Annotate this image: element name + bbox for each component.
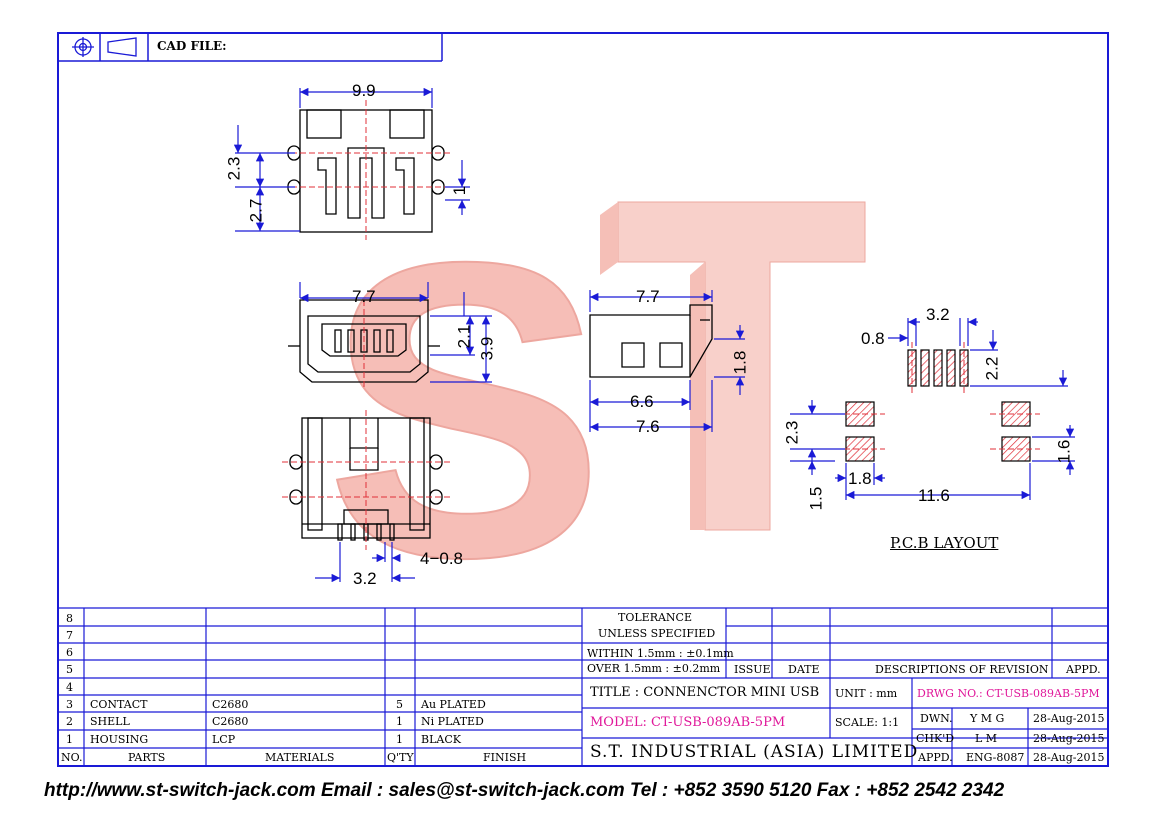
appd-name: ENG-8087 [966,751,1025,764]
chkd-date: 28-Aug-2015 [1033,732,1105,745]
projection-symbol [72,37,137,57]
dim-side-w1: 6.6 [630,392,654,411]
row-number: 8 [66,612,73,625]
part-material: C2680 [212,715,249,728]
dim-pcb-span: 11.6 [918,486,950,505]
dim-front-width: 7.7 [352,287,376,306]
appd-date: 28-Aug-2015 [1033,751,1105,764]
row-number: 2 [66,715,73,728]
dwn-name: Y M G [970,712,1005,725]
header-no: NO. [61,751,83,764]
revision-description: DESCRIPTIONS OF REVISION [875,663,1049,676]
row-number: 4 [66,681,73,694]
row-number: 1 [66,733,73,746]
dim-side-w2: 7.6 [636,417,660,436]
watermark-logo: S [324,175,866,646]
dwn-date: 28-Aug-2015 [1033,712,1105,725]
watermark-t [600,201,866,531]
part-name: SHELL [90,715,130,728]
svg-text:S: S [325,176,605,645]
header-finish: FINISH [483,751,527,764]
drawing-frame [57,32,1109,767]
chkd-name: L M [975,732,998,745]
company-name: S.T. INDUSTRIAL (ASIA) LIMITED [590,742,919,762]
dim-side-height: 1.8 [730,350,750,375]
dim-bottom-pitch: 3.2 [353,569,377,588]
front-view [288,299,440,383]
part-finish: Au PLATED [421,698,486,711]
side-view [589,304,713,378]
pcb-layout-caption: P.C.B LAYOUT [890,534,999,552]
part-name: HOUSING [90,733,149,746]
dim-side-width: 7.7 [636,287,660,306]
dim-bottom-pins: 4−0.8 [420,549,464,568]
row-number: 3 [66,698,73,711]
contact-footer: http://www.st-switch-jack.com Email : sa… [44,780,1005,801]
part-material: C2680 [212,698,249,711]
dim-pcb-pitch: 3.2 [926,305,950,324]
dim-top-width: 9.9 [352,81,376,100]
tolerance-title: TOLERANCE [618,611,692,624]
dwn-label: DWN. [920,712,953,725]
part-finish: BLACK [421,733,461,746]
part-material: LCP [212,733,236,746]
dim-top-right: 1 [450,185,470,196]
parts-table [58,607,1108,766]
header-parts: PARTS [128,751,166,764]
appd-label: APPD. [918,751,953,764]
tolerance-within: WITHIN 1.5mm : ±0.1mm [587,647,734,660]
dim-pcb-right-h: 1.6 [1054,439,1074,464]
part-finish: Ni PLATED [421,715,484,728]
header-qty: Q'TY [387,751,414,764]
revision-appd: APPD. [1066,663,1101,676]
part-qty: 5 [396,698,403,711]
model-number: MODEL: CT-USB-089AB-5PM [590,715,786,730]
tolerance-subtitle: UNLESS SPECIFIED [598,627,716,640]
dim-pcb-lower: 1.5 [806,486,826,511]
part-name: CONTACT [90,698,148,711]
row-number: 6 [66,646,73,659]
scale-label: SCALE: 1:1 [835,716,900,729]
revision-block [582,608,1108,766]
dim-pcb-pad-sq: 1.8 [848,469,872,488]
revision-date: DATE [788,663,820,676]
tolerance-over: OVER 1.5mm : ±0.2mm [587,662,721,675]
pcb-layout [790,317,1075,500]
dim-pcb-pad-w: 0.8 [861,329,885,348]
part-qty: 1 [396,715,403,728]
cad-file-label: CAD FILE: [157,39,227,53]
dim-front-h1: 2.1 [454,324,474,349]
revision-issue: ISSUE [734,663,771,676]
dim-top-left-lower: 2.7 [246,198,266,223]
row-number: 5 [66,663,73,676]
part-qty: 1 [396,733,403,746]
drawing-number: DRWG NO.: CT-USB-089AB-5PM [917,687,1100,700]
cad-header-box [58,33,443,62]
dim-pcb-pad-len: 2.2 [982,356,1002,381]
dim-top-left-upper: 2.3 [224,156,244,181]
unit-label: UNIT : mm [835,687,898,700]
dim-pcb-left-gap: 2.3 [782,420,802,445]
dim-front-h2: 3.9 [477,336,497,361]
header-materials: MATERIALS [265,751,335,764]
row-number: 7 [66,629,73,642]
bottom-view [289,417,443,541]
drawing-title: TITLE : CONNENCTOR MINI USB [590,685,820,700]
chkd-label: CHK'D [916,732,955,745]
